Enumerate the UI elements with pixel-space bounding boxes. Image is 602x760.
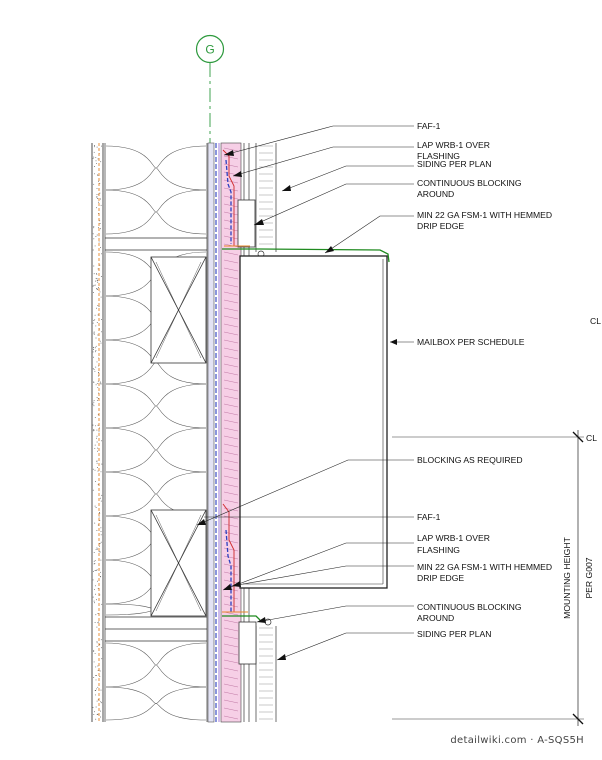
- callout-faf-top: FAF-1: [417, 121, 441, 131]
- callout-siding-top: SIDING PER PLAN: [417, 159, 492, 169]
- centerline-label-upper: CL: [590, 316, 601, 326]
- siding-lap-ticks: [259, 145, 273, 720]
- dimension-tick-top: [572, 431, 584, 443]
- grid-label: G: [205, 43, 214, 57]
- callout-lap-wrb-bottom-line1: LAP WRB-1 OVER: [417, 533, 490, 543]
- sill-wrb-lap: [225, 529, 232, 612]
- callout-lap-wrb-bottom-line2: FLASHING: [417, 545, 460, 555]
- callout-lap-wrb-top-line1: LAP WRB-1 OVER: [417, 140, 490, 150]
- callout-fsm-bottom-line1: MIN 22 GA FSM-1 WITH HEMMED: [417, 562, 552, 572]
- dimension-reference: PER G007: [584, 557, 594, 598]
- mailbox-body: [239, 255, 388, 589]
- callout-siding-bottom: SIDING PER PLAN: [417, 629, 492, 639]
- head-flashing: [222, 149, 390, 263]
- leader-arrowheads: [197, 150, 397, 660]
- batt-insulation: [105, 145, 207, 721]
- grid-bubble: [195, 34, 225, 64]
- wood-blocking-lower: [150, 509, 207, 617]
- head-continuous-blocking: [237, 199, 256, 248]
- head-wrb-lap: [225, 159, 232, 244]
- leader-lines: [196, 125, 414, 661]
- callout-blocking-required: BLOCKING AS REQUIRED: [417, 455, 523, 465]
- centerline-label-lower: CL: [586, 433, 597, 443]
- wood-blocking-upper: [150, 256, 207, 364]
- callout-fsm-top-line1: MIN 22 GA FSM-1 WITH HEMMED: [417, 210, 552, 220]
- sill-continuous-blocking: [238, 621, 257, 665]
- gypsum-stipple: [92, 145, 103, 720]
- centerline-marks: CL CL: [392, 316, 601, 443]
- callout-blocking-top-line1: CONTINUOUS BLOCKING: [417, 178, 522, 188]
- wall-plates: [105, 237, 207, 642]
- callout-faf-bottom: FAF-1: [417, 512, 441, 522]
- head-metal-flashing: [222, 248, 390, 263]
- callout-blocking-bottom-line2: AROUND: [417, 613, 454, 623]
- callout-labels: FAF-1 LAP WRB-1 OVER FLASHING SIDING PER…: [417, 121, 552, 639]
- callout-blocking-bottom-line1: CONTINUOUS BLOCKING: [417, 602, 522, 612]
- sill-faf-tape: [222, 503, 235, 612]
- watermark: detailwiki.com · A-SQS5H: [450, 735, 584, 746]
- callout-fsm-top-line2: DRIP EDGE: [417, 221, 464, 231]
- dimension-tick-bottom: [572, 713, 584, 725]
- siding: [255, 143, 277, 722]
- callout-lap-wrb-top-line2: FLASHING: [417, 151, 460, 161]
- stud-cavity: [104, 143, 208, 722]
- sill-metal-flashing: [222, 615, 261, 621]
- interior-finish-layer: [91, 143, 104, 722]
- dimension-label: MOUNTING HEIGHT: [562, 536, 572, 618]
- sheathing-layer: [207, 142, 215, 723]
- callout-mailbox: MAILBOX PER SCHEDULE: [417, 337, 525, 347]
- mounting-height-dimension: MOUNTING HEIGHT PER G007: [392, 430, 594, 726]
- callout-fsm-bottom-line2: DRIP EDGE: [417, 573, 464, 583]
- callout-blocking-top-line2: AROUND: [417, 189, 454, 199]
